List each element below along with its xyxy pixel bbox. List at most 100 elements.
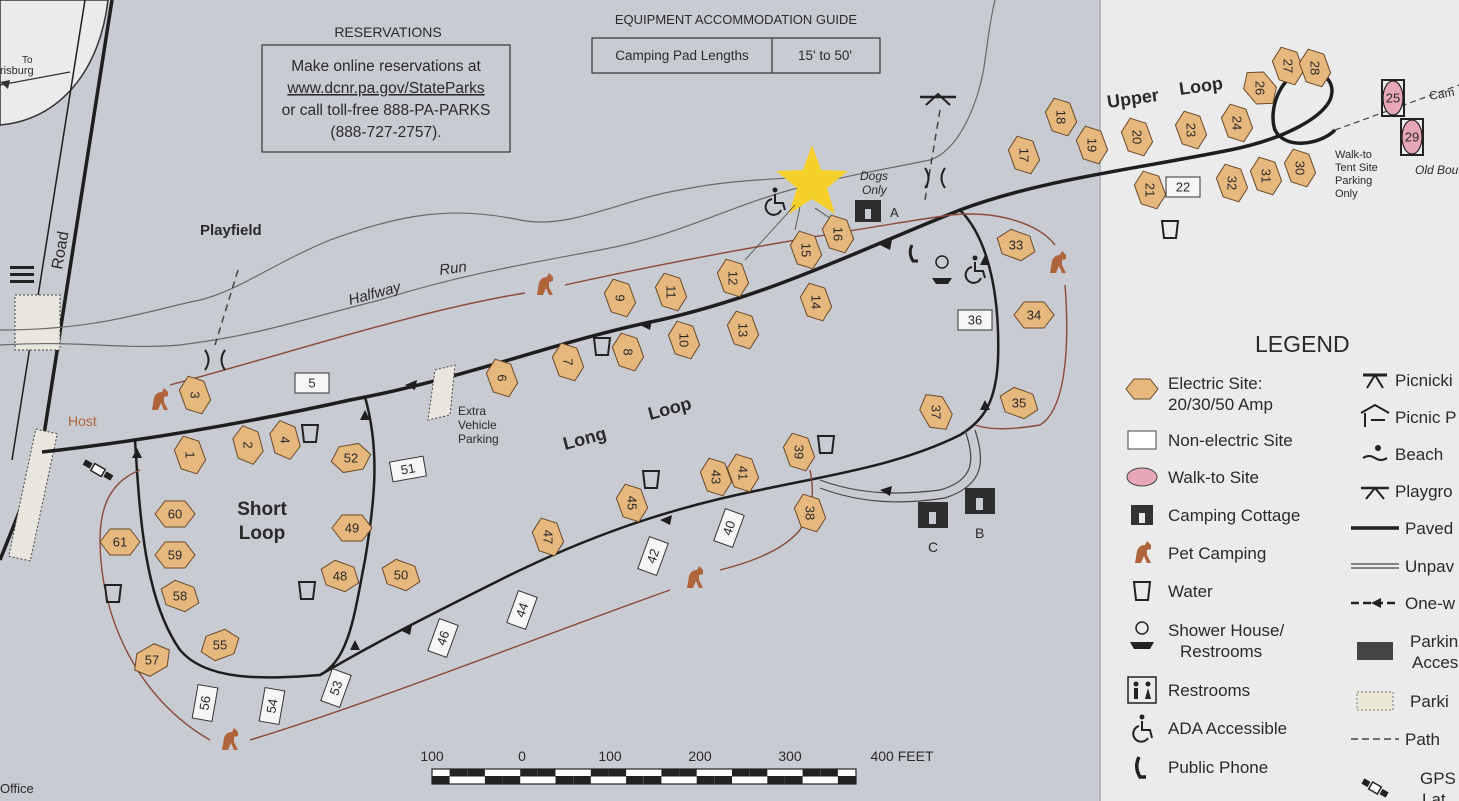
reservations-phone: (888-727-2757).: [330, 124, 441, 141]
campsite-7: 7: [551, 342, 585, 382]
campsite-30-label: 30: [1293, 161, 1308, 175]
campsite-39-label: 39: [792, 445, 807, 459]
playground-icon: [920, 92, 956, 106]
campsite-57-label: 57: [145, 652, 159, 667]
campsite-48: 48: [320, 559, 360, 593]
campsite-47-label: 47: [541, 530, 556, 544]
campsite-58-label: 58: [173, 588, 187, 603]
reservations-url[interactable]: www.dcnr.pa.gov/StateParks: [286, 80, 485, 97]
reservations-box: RESERVATIONS Make online reservations at…: [261, 24, 511, 153]
legend-label-2: Restrooms: [1180, 642, 1262, 661]
campsite-25-label: 25: [1386, 90, 1400, 105]
campsite-60-label: 60: [168, 506, 182, 521]
legend-item-restrooms: Restrooms: [1127, 676, 1250, 704]
legend-item-one-way: One-w: [1351, 594, 1456, 613]
campsite-3: 3: [178, 375, 212, 415]
equipment-value: 15' to 50': [798, 48, 852, 63]
campsite-35: 35: [999, 386, 1039, 420]
bridge-icon: [204, 349, 226, 371]
walkto-label-1: Walk-to: [1335, 149, 1372, 161]
campsite-44: 44: [506, 589, 538, 631]
legend-label: Parki: [1410, 692, 1449, 711]
campsite-36-label: 36: [968, 312, 982, 327]
campsite-40: 40: [713, 507, 745, 549]
pet-camping-icon: [222, 728, 238, 750]
campsite-7-label: 7: [561, 358, 576, 365]
ada-accessible-icon: [764, 187, 786, 216]
parking-lot-left-lower: [8, 428, 58, 562]
legend-item-unpaved-road: Unpav: [1351, 557, 1455, 576]
legend-label: One-w: [1405, 594, 1456, 613]
campsite-15: 15: [789, 230, 823, 270]
campsite-51-label: 51: [400, 460, 417, 477]
cottage-c-label: C: [928, 539, 938, 555]
campsite-12-label: 12: [726, 271, 741, 285]
campsite-38: 38: [793, 493, 827, 533]
public-phone-icon: [1135, 756, 1146, 779]
road-label: Road: [49, 230, 72, 271]
campsite-41-label: 41: [736, 466, 751, 480]
campsite-56-label: 56: [196, 695, 213, 712]
campsite-56: 56: [191, 683, 219, 723]
restrooms-icon: [1127, 676, 1157, 704]
scale-tick-label: 0: [518, 748, 526, 764]
walkto-label-2: Tent Site: [1335, 162, 1378, 174]
scale-tick-label: 200: [688, 748, 712, 764]
legend-label: Public Phone: [1168, 758, 1268, 777]
office-label: Office: [0, 781, 34, 796]
camping-cottage-icon: [855, 200, 881, 222]
campsite-54-label: 54: [263, 698, 280, 715]
legend-label-2: Lat: [1422, 790, 1446, 801]
campsite-23-label: 23: [1184, 123, 1199, 137]
legend-item-shower-house: Shower House/Restrooms: [1130, 621, 1285, 661]
campsite-61: 61: [99, 528, 141, 556]
parking-label: Parking: [458, 432, 499, 446]
pet-camping-icon: [537, 273, 553, 295]
walkto-label-4: Only: [1335, 188, 1358, 200]
legend-item-public-phone: Public Phone: [1135, 756, 1268, 779]
campsite-22: 22: [1165, 176, 1201, 198]
campsite-35-label: 35: [1012, 395, 1026, 410]
campsite-49: 49: [331, 514, 373, 542]
equipment-guide: EQUIPMENT ACCOMMODATION GUIDE Camping Pa…: [591, 12, 881, 74]
campsite-42-label: 42: [643, 547, 662, 566]
campsite-52-label: 52: [344, 450, 358, 465]
campsite-55-label: 55: [213, 637, 227, 652]
campsite-14-label: 14: [809, 295, 824, 309]
legend-label: Beach: [1395, 445, 1443, 464]
legend-title: LEGEND: [1255, 331, 1350, 357]
campsite-4: 4: [269, 420, 301, 460]
pet-camping-icon: [1135, 541, 1151, 563]
campsite-18-label: 18: [1054, 110, 1069, 124]
creek-bank: [0, 174, 831, 331]
pet-camping-icon: [1050, 251, 1066, 273]
playfield-label: Playfield: [200, 222, 262, 239]
legend-label-2: 20/30/50 Amp: [1168, 395, 1273, 414]
campsite-40-label: 40: [719, 519, 738, 538]
pet-trails: [99, 213, 1068, 741]
pet-camping-icon: [152, 388, 168, 410]
legend-label: Paved: [1405, 519, 1453, 538]
only-label: Only: [862, 183, 888, 197]
legend-item-paved-road: Paved: [1351, 519, 1453, 538]
campsite-2-label: 2: [241, 441, 256, 448]
campsite-46: 46: [427, 617, 459, 659]
campsite-20-label: 20: [1130, 130, 1145, 144]
campsite-21-label: 21: [1143, 183, 1158, 197]
campsite-21: 21: [1133, 170, 1167, 210]
beach-icon: [1362, 445, 1388, 461]
campsite-24-label: 24: [1230, 116, 1245, 130]
legend-label: Electric Site:: [1168, 374, 1262, 393]
legend-item-pet-camping: Pet Camping: [1135, 541, 1266, 563]
old-bou-label: Old Bou: [1415, 163, 1459, 177]
halfway-run-creek: [0, 0, 996, 348]
accessible-parking-icon: [1357, 642, 1393, 660]
campsite-34-label: 34: [1027, 307, 1041, 322]
pet-camping-icon: [687, 566, 703, 588]
campsite-57: 57: [134, 643, 170, 677]
campsite-16-label: 16: [831, 227, 846, 241]
scale-tick-label: 100: [420, 748, 444, 764]
walk-to-site-icon: [1126, 467, 1158, 487]
